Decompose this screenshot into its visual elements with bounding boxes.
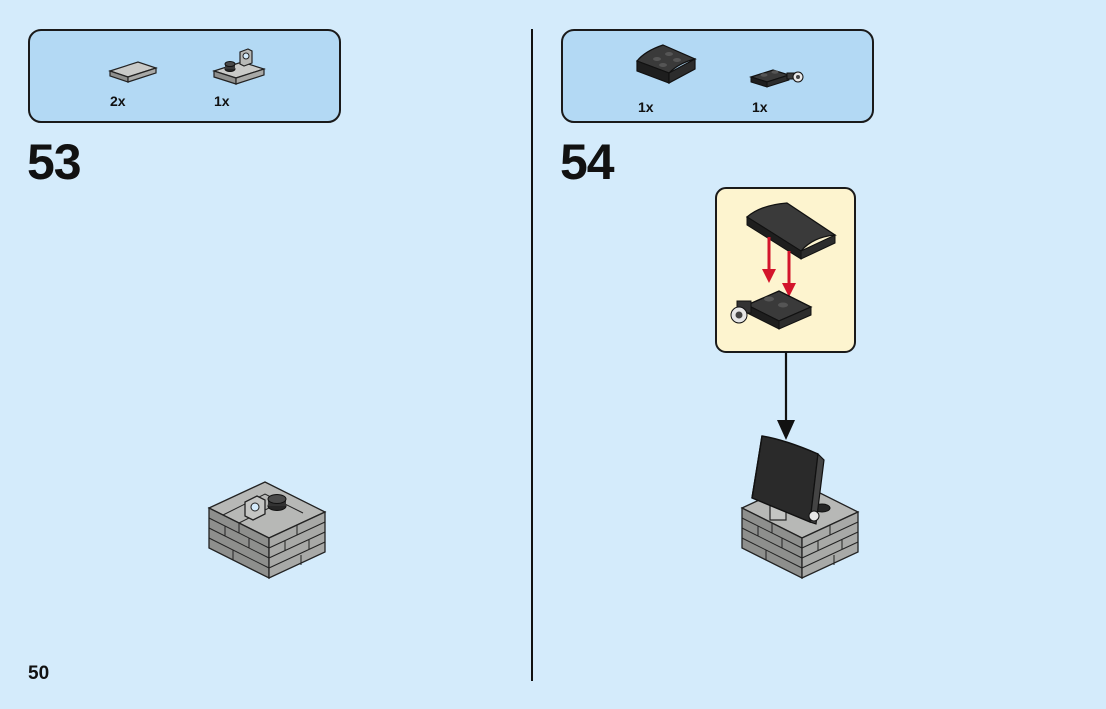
model-step-54 <box>738 432 862 584</box>
model-step-53 <box>205 478 329 582</box>
curved-slope-black-icon <box>635 41 699 89</box>
page-divider <box>531 29 533 681</box>
part-qty: 2x <box>110 93 126 109</box>
parts-list-step-54: 1x 1x <box>561 29 874 123</box>
plate-with-clip-light-gray-icon <box>212 47 268 87</box>
tile-1x2-light-gray-icon <box>108 59 158 83</box>
part-qty: 1x <box>214 93 230 109</box>
page-number: 50 <box>28 663 50 684</box>
sub-assembly-callout <box>715 187 856 353</box>
placement-arrow <box>776 352 796 444</box>
step-number: 53 <box>27 134 82 190</box>
parts-list-step-53: 2x 1x <box>28 29 341 123</box>
step-number: 54 <box>560 134 615 190</box>
plate-with-ball-black-icon <box>749 61 805 95</box>
part-qty: 1x <box>752 99 768 115</box>
part-qty: 1x <box>638 99 654 115</box>
